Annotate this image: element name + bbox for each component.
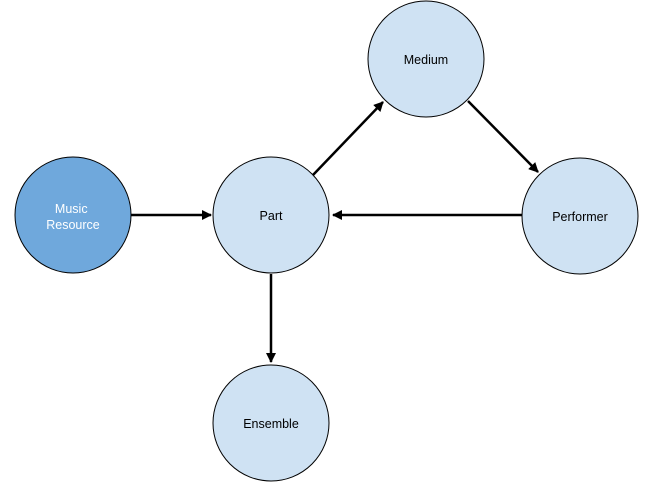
- svg-text:Part: Part: [260, 209, 283, 223]
- node-part: Part: [212, 156, 330, 274]
- node-performer: Performer: [521, 157, 639, 275]
- node-music-resource: Music Resource: [14, 156, 132, 274]
- node-ensemble: Ensemble: [212, 364, 330, 482]
- edges-layer: [131, 100, 539, 363]
- node-medium-label: Medium: [404, 53, 448, 67]
- svg-text:Music Resource: Music Resource: [46, 202, 100, 232]
- edge-part-to-medium: [312, 101, 384, 176]
- svg-text:Ensemble: Ensemble: [243, 417, 299, 431]
- node-performer-circle: [521, 157, 639, 275]
- node-medium: Medium: [367, 0, 485, 118]
- node-music-resource-label-line-2: Resource: [46, 218, 100, 232]
- node-music-resource-label-line-1: Music: [55, 202, 88, 216]
- node-ensemble-label: Ensemble: [243, 417, 299, 431]
- node-music-resource-circle: [14, 156, 132, 274]
- node-medium-circle: [367, 0, 485, 118]
- edge-medium-to-performer: [467, 100, 539, 173]
- node-part-circle: [212, 156, 330, 274]
- nodes-layer: Music Resource Part Medium Performer: [14, 0, 639, 482]
- node-ensemble-circle: [212, 364, 330, 482]
- node-performer-label: Performer: [552, 210, 608, 224]
- svg-text:Performer: Performer: [552, 210, 608, 224]
- node-part-label: Part: [260, 209, 283, 223]
- svg-text:Medium: Medium: [404, 53, 448, 67]
